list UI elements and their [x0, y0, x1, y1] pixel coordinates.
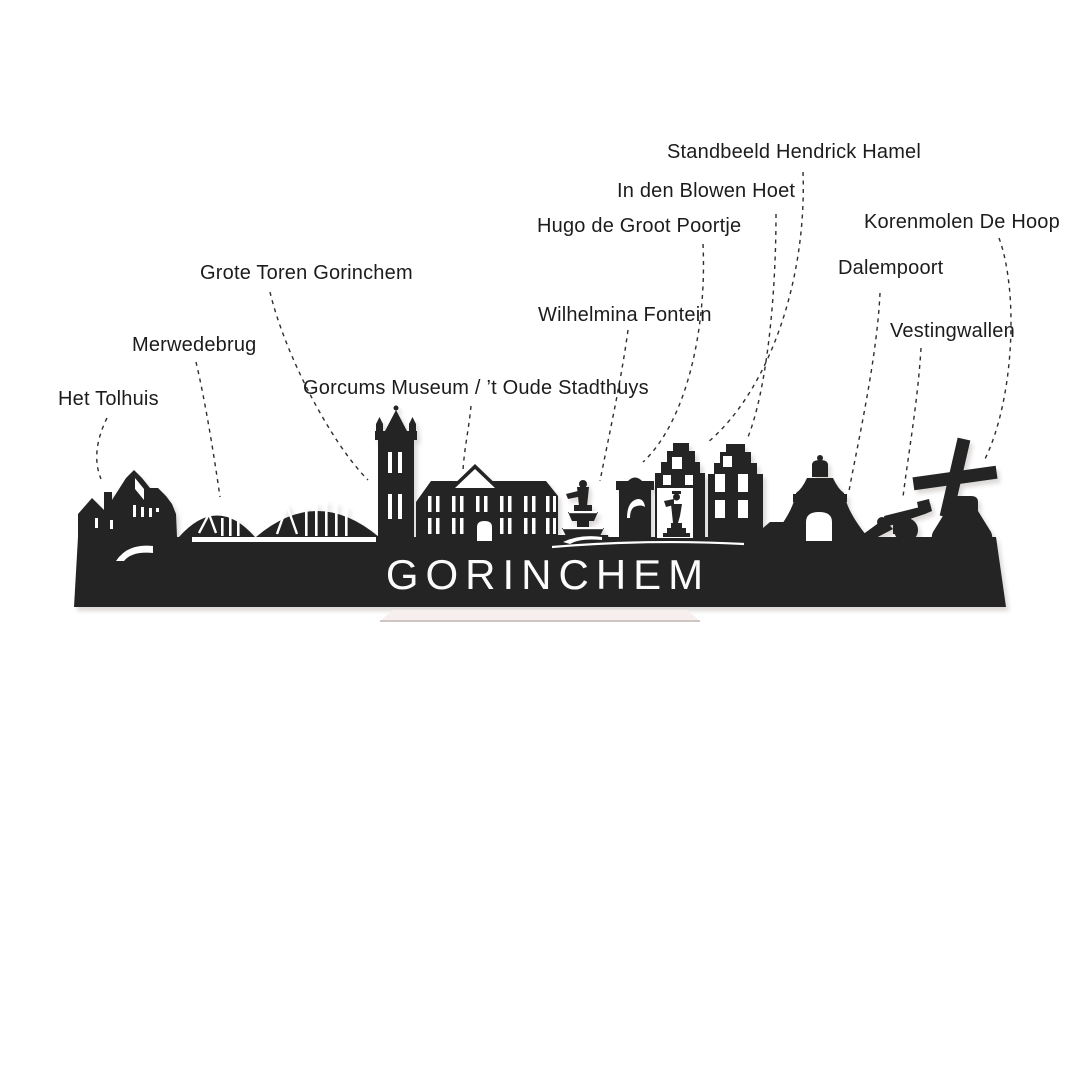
base-seam-cutout: [551, 540, 745, 549]
leader-standbeeld-hamel: [706, 171, 804, 444]
grote-toren-silhouette: [375, 405, 417, 540]
merwedebrug-silhouette: [179, 500, 379, 542]
dalempoort-arch-cutout: [806, 512, 832, 541]
display-stand: [380, 610, 700, 622]
poortje-arch-cutout: [627, 499, 645, 518]
het-tolhuis-silhouette: [78, 470, 178, 561]
museum-door: [477, 521, 492, 541]
skyline-silhouette: GORINCHEM: [74, 405, 1006, 607]
leader-merwedebrug: [195, 361, 221, 498]
leader-in-den-blowen-hoet: [747, 213, 777, 438]
skyline-city-name: GORINCHEM: [386, 551, 710, 598]
label-vestingwallen: Vestingwallen: [890, 320, 1015, 342]
label-in-den-blowen-hoet: In den Blowen Hoet: [617, 180, 796, 202]
leader-gorcums-museum: [462, 405, 472, 472]
leader-wilhelmina-fontein: [599, 329, 629, 482]
label-het-tolhuis: Het Tolhuis: [58, 388, 159, 410]
gorcums-museum-silhouette: [416, 464, 558, 541]
label-standbeeld-hendrick-hamel: Standbeeld Hendrick Hamel: [667, 141, 922, 163]
skyline-base: [74, 537, 1006, 607]
leader-korenmolen: [983, 237, 1012, 462]
label-hugo-de-groot-poortje: Hugo de Groot Poortje: [537, 215, 742, 237]
label-gorcums-museum: Gorcums Museum / ’t Oude Stadthuys: [303, 377, 649, 399]
wilhelmina-fontein-silhouette: [551, 480, 745, 549]
label-korenmolen-de-hoop: Korenmolen De Hoop: [864, 211, 1060, 233]
cannon-silhouette: [858, 499, 932, 542]
hugo-de-groot-poortje-silhouette: [616, 477, 654, 540]
leader-het-tolhuis: [96, 417, 108, 480]
in-den-blowen-hoet-silhouette: [708, 444, 763, 540]
label-merwedebrug: Merwedebrug: [132, 334, 257, 356]
dalempoort-silhouette: [770, 455, 870, 541]
leader-lines: [96, 171, 1012, 498]
korenmolen-de-hoop-silhouette: [912, 437, 998, 560]
standbeeld-hendrick-hamel-silhouette: [663, 491, 690, 537]
label-wilhelmina-fontein: Wilhelmina Fontein: [538, 304, 712, 326]
leader-hugo-de-groot: [642, 243, 705, 463]
leader-vestingwallen: [902, 347, 922, 498]
boat-cutout: [116, 545, 153, 561]
leader-dalempoort: [848, 292, 881, 492]
label-dalempoort: Dalempoort: [838, 257, 944, 279]
label-grote-toren-gorinchem: Grote Toren Gorinchem: [200, 262, 413, 284]
hamel-statue-building-silhouette: [655, 443, 705, 540]
